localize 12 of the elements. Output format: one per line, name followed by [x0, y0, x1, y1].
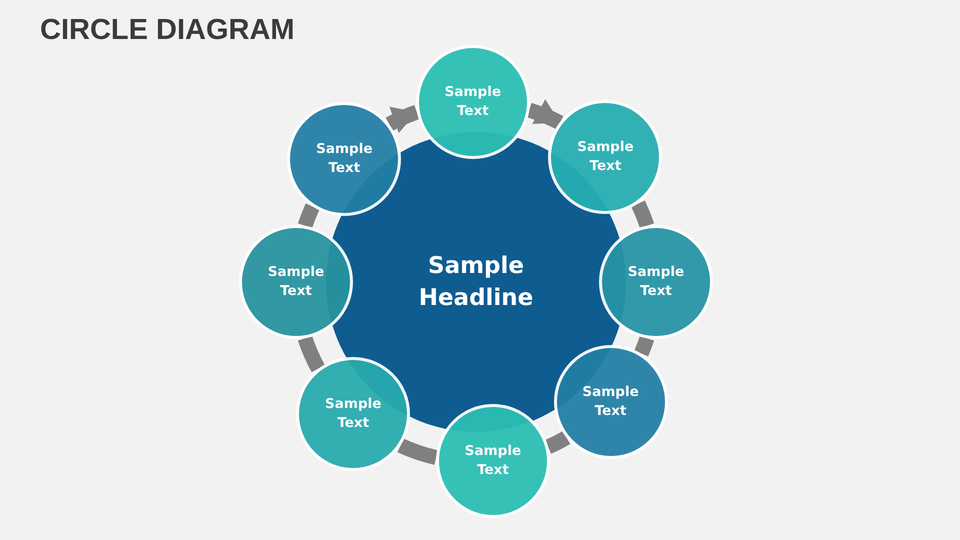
step-text: Sample Text: [626, 263, 686, 301]
headline-text: Sample Headline: [418, 252, 534, 313]
title: CIRCLE DIAGRAM: [40, 14, 295, 47]
step-text: Sample Text: [576, 138, 635, 176]
step-text: Sample Text: [315, 140, 374, 178]
step-text: Sample Text: [324, 394, 382, 433]
ring-arrow: [526, 100, 564, 130]
ring-arrow: [386, 105, 420, 134]
step-text: Sample Text: [464, 442, 522, 480]
step-text: Sample Text: [266, 263, 326, 301]
step-text: Sample Text: [444, 83, 502, 121]
step-text: Sample Text: [581, 382, 640, 420]
